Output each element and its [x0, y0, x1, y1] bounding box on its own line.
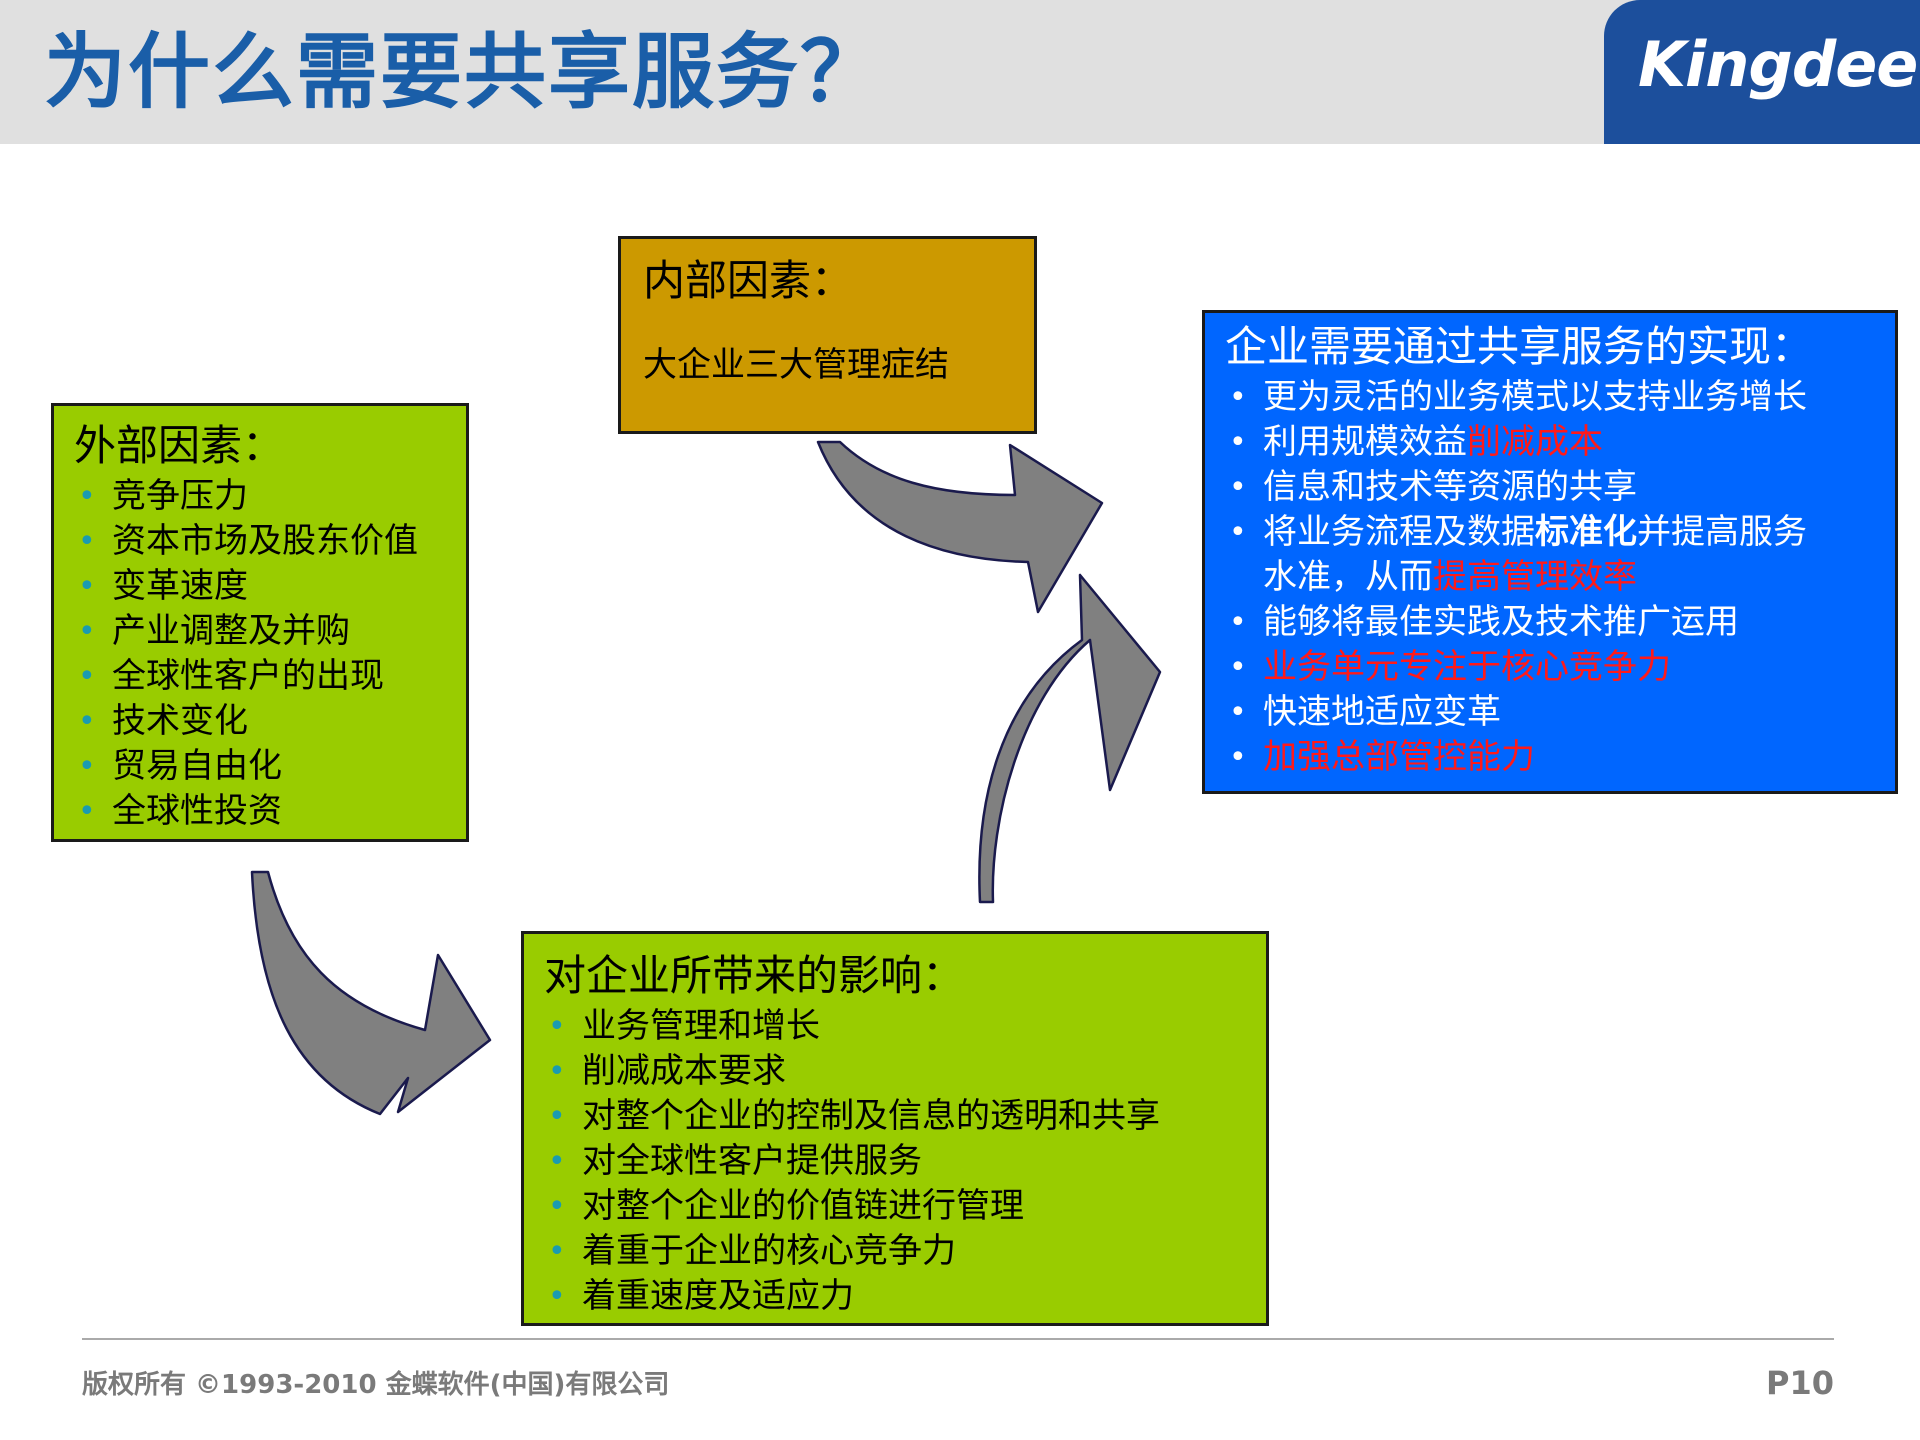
text-run: 加强总部管控能力	[1263, 737, 1535, 777]
internal-factors-subtitle: 大企业三大管理症结	[643, 345, 949, 385]
external-factors-title: 外部因素：	[74, 421, 285, 470]
text-run: 削减成本	[1467, 422, 1603, 462]
list-item: •对全球性客户提供服务	[544, 1139, 1266, 1184]
list-item: • 信息和技术等资源的共享	[1225, 465, 1895, 510]
bullet-icon: •	[1229, 380, 1247, 415]
list-item: •变革速度	[74, 564, 466, 609]
list-item: • 快速地适应变革	[1225, 690, 1895, 735]
bullet-icon: •	[548, 1279, 566, 1314]
list-item: •贸易自由化	[74, 744, 466, 789]
bullet-icon: •	[548, 1144, 566, 1179]
external-factors-box: 外部因素： •竞争压力 •资本市场及股东价值 •变革速度 •产业调整及并购 •全…	[51, 403, 469, 842]
list-item: • 能够将最佳实践及技术推广运用	[1225, 600, 1895, 645]
text-run: 标准化	[1535, 512, 1637, 552]
footer-divider	[82, 1338, 1834, 1340]
list-item: •资本市场及股东价值	[74, 519, 466, 564]
text-run: 提高管理效率	[1433, 557, 1637, 597]
bullet-icon: •	[78, 659, 96, 694]
list-item: •着重速度及适应力	[544, 1274, 1266, 1319]
text-run: 并提高服务	[1637, 512, 1807, 552]
arrow-external-to-impact	[250, 870, 492, 1116]
list-item: •产业调整及并购	[74, 609, 466, 654]
bullet-icon: •	[1229, 515, 1247, 550]
impact-title: 对企业所带来的影响：	[544, 951, 965, 1000]
bullet-icon: •	[548, 1009, 566, 1044]
bullet-icon: •	[1229, 425, 1247, 460]
bullet-icon: •	[78, 704, 96, 739]
external-factors-list: •竞争压力 •资本市场及股东价值 •变革速度 •产业调整及并购 •全球性客户的出…	[74, 474, 466, 834]
page-title: 为什么需要共享服务？	[44, 25, 885, 120]
text-run: 能够将最佳实践及技术推广运用	[1263, 602, 1739, 642]
text-run: 业务单元专注于核心竞争力	[1263, 647, 1671, 687]
bullet-icon: •	[1229, 470, 1247, 505]
bullet-icon: •	[1229, 695, 1247, 730]
list-item: •全球性客户的出现	[74, 654, 466, 699]
text-run: 将业务流程及数据	[1263, 512, 1535, 552]
realization-title: 企业需要通过共享服务的实现：	[1225, 322, 1814, 371]
impact-box: 对企业所带来的影响： •业务管理和增长 •削减成本要求 •对整个企业的控制及信息…	[521, 931, 1269, 1326]
kingdee-logo: Kingdee	[1604, 0, 1920, 144]
list-item: •对整个企业的价值链进行管理	[544, 1184, 1266, 1229]
list-item: •着重于企业的核心竞争力	[544, 1229, 1266, 1274]
bullet-icon: •	[78, 749, 96, 784]
bullet-icon: •	[1229, 605, 1247, 640]
list-item: • 更为灵活的业务模式以支持业务增长	[1225, 375, 1895, 420]
arrow-internal-to-realization	[816, 440, 1104, 614]
list-item: •竞争压力	[74, 474, 466, 519]
list-item: 水准，从而提高管理效率	[1225, 555, 1895, 600]
bullet-icon: •	[78, 524, 96, 559]
internal-factors-title: 内部因素：	[643, 256, 854, 305]
bullet-icon: •	[78, 614, 96, 649]
list-item: • 加强总部管控能力	[1225, 735, 1895, 780]
list-item: •全球性投资	[74, 789, 466, 834]
realization-list: • 更为灵活的业务模式以支持业务增长 • 利用规模效益削减成本 • 信息和技术等资源的共享…	[1225, 375, 1895, 780]
header-bar	[0, 0, 1920, 144]
bullet-icon: •	[78, 479, 96, 514]
bullet-icon: •	[1229, 740, 1247, 775]
page-number: P10	[1766, 1364, 1834, 1402]
arrow-impact-to-realization	[978, 573, 1162, 904]
bullet-icon: •	[548, 1054, 566, 1089]
bullet-icon: •	[78, 794, 96, 829]
list-item: • 将业务流程及数据标准化并提高服务	[1225, 510, 1895, 555]
list-item: •业务管理和增长	[544, 1004, 1266, 1049]
text-run: 信息和技术等资源的共享	[1263, 467, 1637, 507]
list-item: • 利用规模效益削减成本	[1225, 420, 1895, 465]
bullet-icon: •	[548, 1099, 566, 1134]
realization-box: 企业需要通过共享服务的实现： • 更为灵活的业务模式以支持业务增长 • 利用规模效益削…	[1202, 310, 1898, 794]
bullet-icon: •	[78, 569, 96, 604]
bullet-icon: •	[548, 1189, 566, 1224]
list-item: •技术变化	[74, 699, 466, 744]
internal-factors-box: 内部因素： 大企业三大管理症结	[618, 236, 1037, 434]
impact-list: •业务管理和增长 •削减成本要求 •对整个企业的控制及信息的透明和共享 •对全球…	[544, 1004, 1266, 1319]
copyright-text: 版权所有 ©1993-2010 金蝶软件(中国)有限公司	[82, 1370, 670, 1400]
bullet-icon: •	[548, 1234, 566, 1269]
bullet-icon: •	[1229, 650, 1247, 685]
list-item: • 业务单元专注于核心竞争力	[1225, 645, 1895, 690]
text-run: 更为灵活的业务模式以支持业务增长	[1263, 377, 1807, 417]
list-item: •对整个企业的控制及信息的透明和共享	[544, 1094, 1266, 1139]
text-run: 水准，从而	[1263, 557, 1433, 597]
text-run: 利用规模效益	[1263, 422, 1467, 462]
logo-text: Kingdee	[1638, 28, 1918, 101]
text-run: 快速地适应变革	[1263, 692, 1501, 732]
list-item: •削减成本要求	[544, 1049, 1266, 1094]
